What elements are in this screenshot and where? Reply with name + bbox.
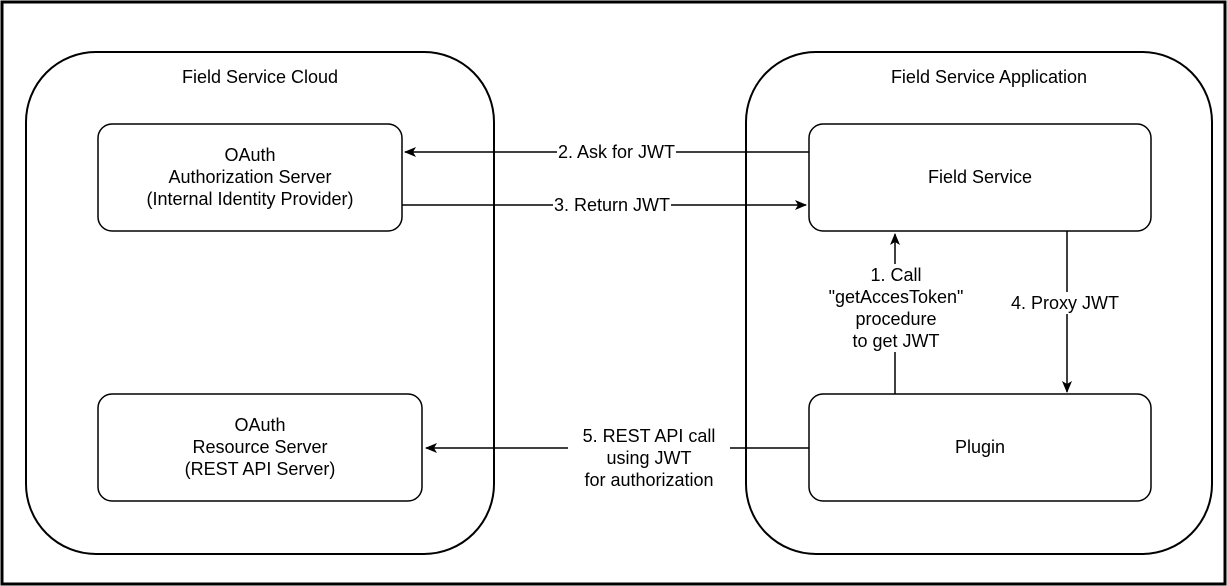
rest-call-line-2: using JWT [606, 448, 692, 468]
call-token-line-3: procedure [855, 309, 937, 329]
call-token-label: 1. Call "getAccesToken" procedure to get… [800, 264, 992, 352]
field-service-box [808, 123, 1152, 232]
application-container-title: Field Service Application [890, 67, 1088, 87]
resource-server-box [97, 393, 423, 502]
rest-call-line-3: for authorization [584, 470, 714, 490]
call-token-line-1: 1. Call [870, 265, 922, 285]
auth-server-line-1: OAuth [224, 145, 276, 165]
auth-server-box [97, 123, 403, 232]
ask-jwt-label: 2. Ask for JWT [557, 141, 677, 163]
rest-call-line-1: 5. REST API call [582, 426, 716, 446]
resource-server-label: OAuth Resource Server (REST API Server) [98, 414, 422, 480]
call-token-line-4: to get JWT [852, 331, 940, 351]
auth-server-line-2: Authorization Server [168, 167, 332, 187]
resource-server-line-3: (REST API Server) [184, 459, 336, 479]
resource-server-line-1: OAuth [234, 415, 286, 435]
cloud-container-title: Field Service Cloud [181, 67, 339, 87]
call-token-line-2: "getAccesToken" [828, 287, 964, 307]
rest-call-label: 5. REST API call using JWT for authoriza… [568, 425, 730, 491]
proxy-jwt-label: 4. Proxy JWT [1010, 292, 1121, 314]
auth-server-label: OAuth Authorization Server (Internal Ide… [98, 144, 402, 210]
resource-server-line-2: Resource Server [192, 437, 328, 457]
field-service-label: Field Service [927, 167, 1033, 187]
plugin-label: Plugin [954, 437, 1006, 457]
return-jwt-label: 3. Return JWT [553, 194, 672, 216]
auth-server-line-3: (Internal Identity Provider) [146, 189, 354, 209]
